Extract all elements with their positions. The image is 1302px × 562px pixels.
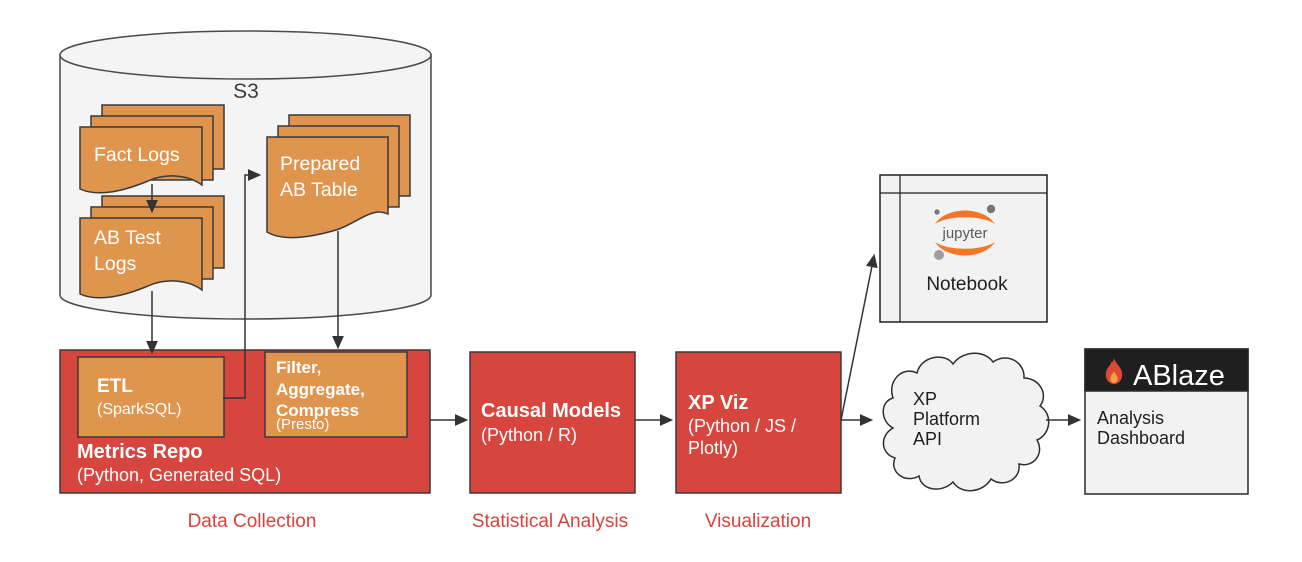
- stage-label-statistical-analysis: Statistical Analysis: [471, 511, 629, 532]
- xp-platform-cloud: [882, 352, 1050, 492]
- xp-viz-subtitle: (Python / JS / Plotly): [688, 416, 797, 458]
- filter-box: [264, 351, 408, 438]
- notebook-window: [879, 174, 1048, 323]
- etl-box: [77, 356, 225, 438]
- analysis-dashboard-label: Analysis Dashboard: [1097, 408, 1186, 448]
- prepared-ab-table-stack: [266, 114, 411, 239]
- prepared-ab-table-label: Prepared AB Table: [280, 153, 361, 201]
- arrow-xpviz-to-notebook: [840, 253, 878, 421]
- flame-icon: [1105, 358, 1123, 384]
- connector-etl-to-prepared: [223, 169, 262, 399]
- ab-test-logs-stack: [79, 195, 225, 299]
- stage-label-visualization: Visualization: [704, 511, 812, 532]
- etl-title: ETL: [97, 376, 133, 397]
- s3-cylinder-top: [59, 30, 432, 80]
- metrics-repo-title: Metrics Repo: [77, 441, 203, 463]
- xp-platform-api-label: XP Platform API: [913, 389, 981, 449]
- fact-logs-stack: [79, 104, 225, 194]
- s3-label: S3: [233, 80, 259, 103]
- filter-subtitle: (Presto): [276, 416, 330, 433]
- stage-label-data-collection: Data Collection: [187, 511, 317, 532]
- jupyter-logo-icon: jupyter: [934, 204, 996, 260]
- etl-subtitle: (SparkSQL): [97, 401, 182, 418]
- notebook-label: Notebook: [926, 274, 1008, 295]
- xp-viz-box: [675, 351, 842, 494]
- xp-viz-title: XP Viz: [688, 392, 749, 414]
- causal-models-subtitle: (Python / R): [481, 425, 578, 445]
- causal-models-box: [469, 351, 636, 494]
- causal-models-title: Causal Models: [481, 400, 622, 422]
- filter-title: Filter, Aggregate, Compress: [276, 358, 365, 421]
- metrics-repo-subtitle: (Python, Generated SQL): [77, 465, 282, 485]
- jupyter-wordmark: jupyter: [941, 225, 987, 242]
- fact-logs-label: Fact Logs: [94, 144, 180, 166]
- ablaze-title: ABlaze: [1133, 360, 1225, 392]
- ab-test-logs-label: AB Test Logs: [94, 227, 161, 275]
